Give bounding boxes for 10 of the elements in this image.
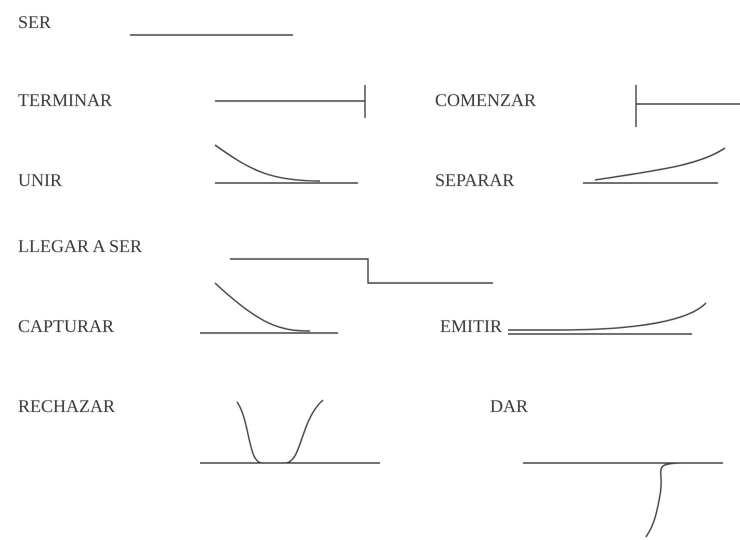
term-label: DAR (490, 396, 528, 416)
term-label: RECHAZAR (18, 396, 116, 416)
term-label: UNIR (18, 170, 62, 190)
term-label: SER (18, 12, 52, 32)
term-label: COMENZAR (435, 90, 536, 110)
term-label: EMITIR (440, 316, 502, 336)
term-label: LLEGAR A SER (18, 236, 142, 256)
term-label: CAPTURAR (18, 316, 114, 336)
term-label: TERMINAR (18, 90, 112, 110)
term-label: SEPARAR (435, 170, 514, 190)
